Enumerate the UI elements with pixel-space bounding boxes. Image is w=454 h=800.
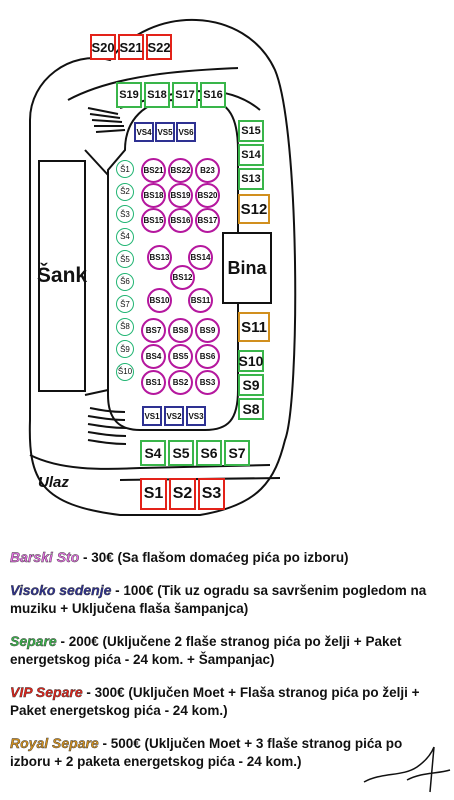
legend-tag-separe: Separe [10,633,57,649]
visoko-vs1[interactable]: VS1 [142,406,162,426]
legend-item-vip: VIP Separe - 300€ (Uključen Moet + Flaša… [10,683,446,720]
signature-scribble [363,746,451,793]
barski-sto-bs2[interactable]: BS2 [168,370,193,395]
legend-text-barski: - 30€ (Sa flašom domaćeg pića po izboru) [79,550,349,565]
stage: Bina [222,232,272,304]
royal-separe-s12[interactable]: S12 [238,194,270,224]
barski-sto-bs5[interactable]: BS5 [168,344,193,369]
legend-tag-vip: VIP Separe [10,684,83,700]
bar-stool-2[interactable]: Š2 [116,182,134,201]
barski-sto-bs1[interactable]: BS1 [141,370,166,395]
barski-sto-bs17[interactable]: BS17 [195,208,220,233]
vip-separe-s21[interactable]: S21 [118,34,144,60]
barski-sto-bs7[interactable]: BS7 [141,318,166,343]
barski-sto-bs9[interactable]: BS9 [195,318,220,343]
barski-sto-bs20[interactable]: BS20 [195,183,220,208]
bar-stool-9[interactable]: Š9 [116,340,134,358]
barski-sto-bs13[interactable]: BS13 [147,245,172,270]
legend-text-separe: - 200€ (Uključene 2 flaše stranog pića p… [10,634,402,667]
legend-tag-barski: Barski Sto [10,549,80,565]
barski-sto-bs21[interactable]: BS21 [141,158,166,183]
barski-sto-bs12[interactable]: BS12 [170,265,195,290]
separe-s6[interactable]: S6 [196,440,222,466]
royal-separe-s11[interactable]: S11 [238,312,270,342]
legend-text-vip: - 300€ (Uključen Moet + Flaša stranog pi… [10,685,420,718]
bar-stool-7[interactable]: Š7 [116,295,134,313]
bar-stool-8[interactable]: Š8 [116,317,134,336]
barski-sto-bs4[interactable]: BS4 [141,344,166,369]
separe-s19[interactable]: S19 [116,82,142,108]
barski-sto-bs8[interactable]: BS8 [168,318,193,343]
separe-s9[interactable]: S9 [238,374,264,396]
separe-s18[interactable]: S18 [144,82,170,108]
legend-text-visoko: - 100€ (Tik uz ogradu sa savršenim pogle… [10,583,427,616]
legend-item-royal: Royal Separe - 500€ (Uključen Moet + 3 f… [10,734,446,771]
separe-s10[interactable]: S10 [238,350,264,372]
separe-s8[interactable]: S8 [238,398,264,420]
visoko-vs2[interactable]: VS2 [164,406,184,426]
legend-item-separe: Separe - 200€ (Uključene 2 flaše stranog… [10,632,446,669]
separe-s14[interactable]: S14 [238,144,264,166]
bar-stool-5[interactable]: Š5 [116,250,134,268]
separe-s16[interactable]: S16 [200,82,226,108]
separe-s7[interactable]: S7 [224,440,250,466]
legend-text-royal: - 500€ (Uključen Moet + 3 flaše stranog … [10,736,403,769]
price-legend: Barski Sto - 30€ (Sa flašom domaćeg pića… [10,548,446,785]
visoko-vs4[interactable]: VS4 [134,122,154,142]
bar-stool-4[interactable]: Š4 [116,227,134,246]
vip-separe-s3[interactable]: S3 [198,478,225,510]
legend-tag-visoko: Visoko sedenje [10,582,112,598]
barski-sto-bs10[interactable]: BS10 [147,288,172,313]
legend-item-barski: Barski Sto - 30€ (Sa flašom domaćeg pića… [10,548,446,567]
bar-stool-3[interactable]: Š3 [116,205,134,223]
separe-s13[interactable]: S13 [238,168,264,190]
bar-stool-1[interactable]: Š1 [116,160,134,178]
vip-separe-s20[interactable]: S20 [90,34,116,60]
visoko-vs5[interactable]: VS5 [155,122,175,142]
barski-sto-bs15[interactable]: BS15 [141,208,166,233]
entrance-label: Ulaz [38,474,69,491]
legend-tag-royal: Royal Separe [10,735,99,751]
barski-sto-bs6[interactable]: BS6 [195,344,220,369]
bar-stool-6[interactable]: Š6 [116,272,134,291]
barski-sto-bs22[interactable]: BS22 [168,158,193,183]
barski-sto-bs14[interactable]: BS14 [188,245,213,270]
barski-sto-bs18[interactable]: BS18 [141,183,166,208]
barski-sto-bs19[interactable]: BS19 [168,183,193,208]
vip-separe-s1[interactable]: S1 [140,478,167,510]
visoko-vs6[interactable]: VS6 [176,122,196,142]
barski-sto-bs3[interactable]: BS3 [195,370,220,395]
bar-stool-10[interactable]: Š10 [116,362,134,381]
vip-separe-s2[interactable]: S2 [169,478,196,510]
bar-counter: Šank [37,160,87,392]
separe-s5[interactable]: S5 [168,440,194,466]
barski-sto-bs11[interactable]: BS11 [188,288,213,313]
barski-sto-bs16[interactable]: BS16 [168,208,193,233]
legend-item-visoko: Visoko sedenje - 100€ (Tik uz ogradu sa … [10,581,446,618]
separe-s15[interactable]: S15 [238,120,264,142]
vip-separe-s22[interactable]: S22 [146,34,172,60]
visoko-vs3[interactable]: VS3 [186,406,206,426]
separe-s17[interactable]: S17 [172,82,198,108]
separe-s4[interactable]: S4 [140,440,166,466]
barski-sto-b23[interactable]: B23 [195,158,220,183]
